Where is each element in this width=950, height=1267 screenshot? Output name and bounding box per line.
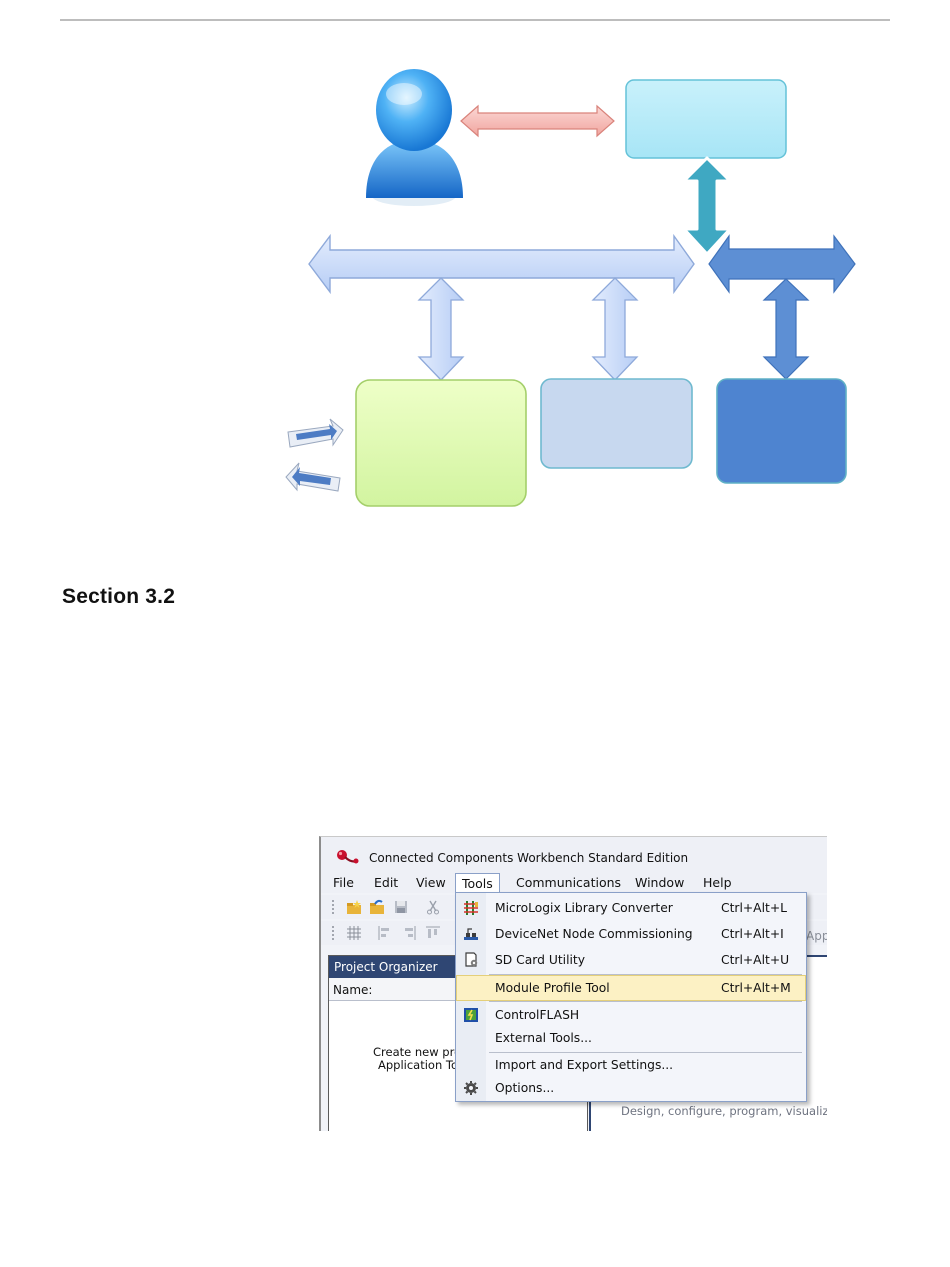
menu-item-label: DeviceNet Node Commissioning [495, 927, 693, 941]
app-peek-text: App [806, 929, 827, 943]
hint-line-2: Application Too [378, 1058, 466, 1072]
project-name-label: Name: [333, 983, 373, 997]
menu-separator [489, 1052, 802, 1053]
start-page-tagline: Design, configure, program, visualize a [621, 1104, 827, 1118]
pale-device-box [540, 378, 693, 469]
menu-item-label: MicroLogix Library Converter [495, 901, 673, 915]
library-converter-icon [464, 901, 478, 915]
sd-card-icon [465, 952, 478, 967]
dark-device-box [716, 378, 847, 484]
right-vertical-arrow [762, 278, 810, 380]
menu-bar: File Edit View Tools Communications Wind… [321, 873, 827, 895]
title-bar: Connected Components Workbench Standard … [321, 837, 827, 873]
menu-separator [489, 974, 802, 975]
menu-item-devicenet-node-commissioning[interactable]: DeviceNet Node Commissioning Ctrl+Alt+I [457, 922, 805, 946]
tools-dropdown-menu: MicroLogix Library Converter Ctrl+Alt+L … [455, 892, 807, 1102]
menu-tools[interactable]: Tools [455, 873, 500, 895]
cut-icon[interactable] [425, 899, 441, 915]
menu-item-label: Import and Export Settings... [495, 1058, 674, 1072]
section-title: Section 3.2 [62, 585, 176, 608]
menu-edit[interactable]: Edit [374, 875, 399, 890]
app-screenshot: Connected Components Workbench Standard … [319, 836, 827, 1131]
main-bus-arrow [308, 233, 695, 295]
menu-item-label: Module Profile Tool [495, 981, 610, 995]
menu-window[interactable]: Window [635, 875, 685, 890]
menu-file[interactable]: File [333, 875, 354, 890]
menu-item-label: Options... [495, 1081, 555, 1095]
io-arrows-icon [285, 418, 344, 492]
green-device-box [355, 379, 527, 507]
user-icon [366, 69, 463, 206]
menu-separator [489, 1001, 802, 1002]
menu-item-module-profile-tool[interactable]: Module Profile Tool Ctrl+Alt+M [456, 975, 806, 1001]
hint-line-1: Create new proj [373, 1045, 465, 1059]
menu-item-sd-card-utility[interactable]: SD Card Utility Ctrl+Alt+U [457, 948, 805, 972]
app-title: Connected Components Workbench Standard … [369, 851, 689, 865]
menu-item-import-export-settings[interactable]: Import and Export Settings... [457, 1053, 805, 1077]
controlflash-icon [464, 1008, 478, 1022]
menu-item-external-tools[interactable]: External Tools... [457, 1026, 805, 1050]
architecture-diagram [285, 69, 856, 507]
user-system-arrow [460, 104, 615, 138]
menu-help[interactable]: Help [703, 875, 732, 890]
align-right-icon[interactable] [401, 925, 417, 941]
menu-view[interactable]: View [416, 875, 446, 890]
menu-item-controlflash[interactable]: ControlFLASH [457, 1003, 805, 1027]
left-vertical-arrow [417, 277, 465, 381]
menu-item-label: ControlFLASH [495, 1008, 580, 1022]
align-left-icon[interactable] [377, 925, 393, 941]
gear-icon [464, 1081, 478, 1095]
menu-item-shortcut: Ctrl+Alt+U [721, 953, 790, 967]
open-project-icon[interactable] [369, 899, 385, 915]
network-bus-arrow [708, 234, 856, 294]
menu-item-micrologix-library-converter[interactable]: MicroLogix Library Converter Ctrl+Alt+L [457, 896, 805, 920]
app-logo-icon [337, 850, 359, 864]
menu-communications[interactable]: Communications [516, 875, 622, 890]
menu-item-label: SD Card Utility [495, 953, 586, 967]
menu-item-shortcut: Ctrl+Alt+I [721, 927, 784, 941]
toolbar-grip-icon [332, 900, 334, 914]
devicenet-icon [464, 928, 478, 940]
align-top-icon[interactable] [425, 925, 441, 941]
project-organizer-title: Project Organizer [334, 960, 438, 974]
save-icon[interactable] [393, 899, 409, 915]
new-project-icon[interactable] [346, 899, 362, 915]
grid-icon[interactable] [346, 925, 362, 941]
middle-vertical-arrow [591, 277, 639, 381]
menu-item-options[interactable]: Options... [457, 1076, 805, 1100]
top-system-box [625, 79, 787, 159]
menu-item-shortcut: Ctrl+Alt+L [721, 901, 787, 915]
menu-item-label: External Tools... [495, 1031, 592, 1045]
menu-item-shortcut: Ctrl+Alt+M [721, 981, 791, 995]
header-rule [60, 19, 890, 21]
toolbar-grip-icon [332, 926, 334, 940]
project-organizer-hint: Create new proj Application Too [373, 1046, 465, 1072]
teal-vertical-arrow [682, 156, 732, 256]
